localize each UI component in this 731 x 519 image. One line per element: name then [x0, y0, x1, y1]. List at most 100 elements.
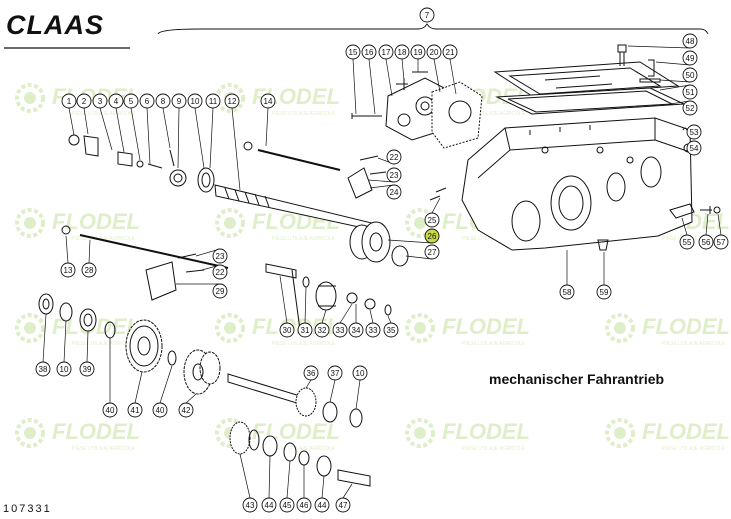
callout-circle [187, 93, 203, 109]
callout-5[interactable]: 5 [123, 93, 139, 109]
callout-40[interactable]: 40 [152, 402, 168, 418]
callout-7[interactable]: 7 [419, 7, 435, 23]
callout-20[interactable]: 20 [426, 44, 442, 60]
callout-32[interactable]: 32 [314, 322, 330, 338]
callout-number: 17 [382, 48, 391, 57]
callout-23[interactable]: 23 [212, 248, 228, 264]
callout-27[interactable]: 27 [424, 244, 440, 260]
callout-29[interactable]: 29 [212, 283, 228, 299]
callout-39[interactable]: 39 [79, 361, 95, 377]
callout-17[interactable]: 17 [378, 44, 394, 60]
callout-22[interactable]: 22 [386, 149, 402, 165]
callout-circle [171, 93, 187, 109]
callout-28[interactable]: 28 [81, 262, 97, 278]
callout-10[interactable]: 10 [56, 361, 72, 377]
callout-number: 33 [369, 326, 378, 335]
callout-57[interactable]: 57 [713, 234, 729, 250]
callout-44[interactable]: 44 [314, 497, 330, 513]
callout-55[interactable]: 55 [679, 234, 695, 250]
callout-number: 18 [398, 48, 407, 57]
callout-46[interactable]: 46 [296, 497, 312, 513]
callout-48[interactable]: 48 [682, 33, 698, 49]
callout-33[interactable]: 33 [365, 322, 381, 338]
callout-54[interactable]: 54 [686, 140, 702, 156]
callout-2[interactable]: 2 [76, 93, 92, 109]
callout-24[interactable]: 24 [386, 184, 402, 200]
callout-number: 14 [264, 97, 273, 106]
callout-41[interactable]: 41 [127, 402, 143, 418]
callout-36[interactable]: 36 [303, 365, 319, 381]
callout-14[interactable]: 14 [260, 93, 276, 109]
callout-number: 40 [106, 406, 115, 415]
callout-10[interactable]: 10 [352, 365, 368, 381]
callout-23[interactable]: 23 [386, 167, 402, 183]
callout-circle [386, 167, 402, 183]
callout-50[interactable]: 50 [682, 67, 698, 83]
callout-35[interactable]: 35 [383, 322, 399, 338]
callout-26[interactable]: 26 [424, 228, 440, 244]
callout-15[interactable]: 15 [345, 44, 361, 60]
callout-33[interactable]: 33 [332, 322, 348, 338]
callout-21[interactable]: 21 [442, 44, 458, 60]
callout-34[interactable]: 34 [348, 322, 364, 338]
callout-number: 31 [301, 326, 310, 335]
svg-text:CLAAS: CLAAS [6, 10, 104, 40]
callout-59[interactable]: 59 [596, 284, 612, 300]
callout-circle [314, 322, 330, 338]
callout-40[interactable]: 40 [102, 402, 118, 418]
callout-52[interactable]: 52 [682, 100, 698, 116]
callout-37[interactable]: 37 [327, 365, 343, 381]
watermark-name: FLODEL [442, 419, 530, 444]
callout-10[interactable]: 10 [187, 93, 203, 109]
callout-circle [60, 262, 76, 278]
leader-line [83, 107, 89, 135]
callout-45[interactable]: 45 [279, 497, 295, 513]
callout-circle [260, 93, 276, 109]
callout-number: 37 [331, 369, 340, 378]
callout-47[interactable]: 47 [335, 497, 351, 513]
callout-58[interactable]: 58 [559, 284, 575, 300]
callout-25[interactable]: 25 [424, 212, 440, 228]
callout-1[interactable]: 1 [61, 93, 77, 109]
callout-13[interactable]: 13 [60, 262, 76, 278]
callout-circle [261, 497, 277, 513]
callout-16[interactable]: 16 [361, 44, 377, 60]
callout-18[interactable]: 18 [394, 44, 410, 60]
callout-56[interactable]: 56 [698, 234, 714, 250]
leader-line [134, 371, 143, 404]
callout-number: 55 [683, 238, 692, 247]
callout-53[interactable]: 53 [686, 124, 702, 140]
leader-line [68, 107, 75, 136]
leader-line [659, 79, 691, 83]
callout-19[interactable]: 19 [410, 44, 426, 60]
callout-43[interactable]: 43 [242, 497, 258, 513]
callout-49[interactable]: 49 [682, 50, 698, 66]
leader-line [286, 460, 291, 499]
callout-31[interactable]: 31 [297, 322, 313, 338]
leader-line [342, 483, 353, 499]
callout-44[interactable]: 44 [261, 497, 277, 513]
callout-number: 21 [446, 48, 455, 57]
callout-9[interactable]: 9 [171, 93, 187, 109]
callout-number: 20 [430, 48, 439, 57]
callout-42[interactable]: 42 [178, 402, 194, 418]
callout-11[interactable]: 11 [205, 93, 221, 109]
callout-8[interactable]: 8 [155, 93, 171, 109]
callout-circle [102, 402, 118, 418]
callout-circle [152, 402, 168, 418]
callout-3[interactable]: 3 [92, 93, 108, 109]
callout-circle [178, 402, 194, 418]
watermark-tagline: PIESE UTILAJE AGRICOLE [272, 341, 336, 347]
callout-22[interactable]: 22 [212, 264, 228, 280]
callout-12[interactable]: 12 [224, 93, 240, 109]
callout-30[interactable]: 30 [279, 322, 295, 338]
watermark-tagline: PIESE UTILAJE AGRICOLE [272, 446, 336, 452]
callout-4[interactable]: 4 [108, 93, 124, 109]
callout-circle [296, 497, 312, 513]
callout-number: 46 [300, 501, 309, 510]
callout-6[interactable]: 6 [139, 93, 155, 109]
callout-51[interactable]: 51 [682, 84, 698, 100]
leader-line [321, 309, 327, 324]
callout-38[interactable]: 38 [35, 361, 51, 377]
